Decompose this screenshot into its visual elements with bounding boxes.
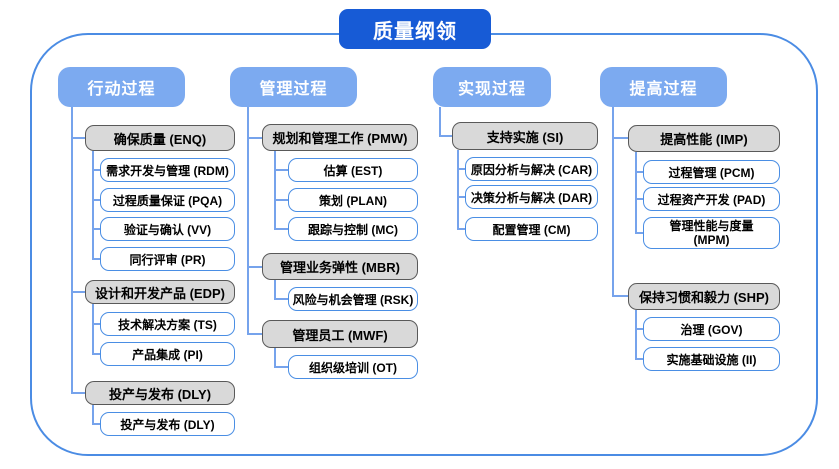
- node-mbr: 管理业务弹性 (MBR): [262, 253, 418, 280]
- node-enq: 确保质量 (ENQ): [85, 125, 235, 151]
- connector-line: [612, 137, 628, 139]
- node-pi: 产品集成 (PI): [100, 342, 235, 366]
- connector-line: [274, 280, 276, 299]
- node-pqa: 过程质量保证 (PQA): [100, 188, 235, 212]
- node-ii: 实施基础设施 (II): [643, 347, 780, 371]
- node-rsk: 风险与机会管理 (RSK): [288, 287, 418, 311]
- connector-line: [92, 423, 100, 425]
- diagram-title: 质量纲领: [339, 9, 491, 49]
- connector-line: [274, 199, 288, 201]
- connector-line: [92, 304, 94, 354]
- connector-line: [92, 199, 100, 201]
- column-header-action-process: 行动过程: [58, 67, 185, 107]
- node-shp: 保持习惯和毅力 (SHP): [628, 283, 780, 310]
- connector-line: [457, 228, 465, 230]
- node-dly-child: 投产与发布 (DLY): [100, 412, 235, 436]
- connector-line: [247, 137, 262, 139]
- connector-line: [274, 298, 288, 300]
- column-header-management-process: 管理过程: [230, 67, 357, 107]
- connector-line: [457, 168, 465, 170]
- node-si: 支持实施 (SI): [452, 122, 598, 150]
- node-ts: 技术解决方案 (TS): [100, 312, 235, 336]
- node-dly: 投产与发布 (DLY): [85, 381, 235, 405]
- connector-line: [439, 135, 452, 137]
- connector-line: [439, 107, 441, 136]
- connector-line: [92, 405, 94, 424]
- connector-line: [92, 151, 94, 259]
- connector-line: [71, 392, 85, 394]
- connector-line: [612, 295, 628, 297]
- column-header-realization-process: 实现过程: [433, 67, 551, 107]
- connector-line: [247, 107, 249, 334]
- node-edp: 设计和开发产品 (EDP): [85, 280, 235, 304]
- connector-line: [274, 228, 288, 230]
- node-plan: 策划 (PLAN): [288, 188, 418, 212]
- node-cm: 配置管理 (CM): [465, 217, 598, 241]
- node-car: 原因分析与解决 (CAR): [465, 157, 598, 181]
- connector-line: [457, 196, 465, 198]
- node-gov: 治理 (GOV): [643, 317, 780, 341]
- connector-line: [274, 366, 288, 368]
- connector-line: [635, 232, 643, 234]
- connector-line: [612, 107, 614, 296]
- connector-line: [635, 198, 643, 200]
- connector-line: [274, 151, 276, 229]
- node-pad: 过程资产开发 (PAD): [643, 187, 780, 211]
- connector-line: [274, 169, 288, 171]
- node-pmw: 规划和管理工作 (PMW): [262, 124, 418, 151]
- connector-line: [635, 328, 643, 330]
- connector-line: [635, 152, 637, 233]
- node-imp: 提高性能 (IMP): [628, 125, 780, 152]
- connector-line: [92, 353, 100, 355]
- connector-line: [92, 228, 100, 230]
- connector-line: [247, 266, 262, 268]
- node-mpm: 管理性能与度量 (MPM): [643, 217, 780, 249]
- node-est: 估算 (EST): [288, 158, 418, 182]
- column-header-improvement-process: 提高过程: [600, 67, 727, 107]
- node-mwf: 管理员工 (MWF): [262, 320, 418, 348]
- connector-line: [92, 323, 100, 325]
- connector-line: [635, 358, 643, 360]
- connector-line: [71, 291, 85, 293]
- node-pr: 同行评审 (PR): [100, 247, 235, 271]
- node-pcm: 过程管理 (PCM): [643, 160, 780, 184]
- node-mc: 跟踪与控制 (MC): [288, 217, 418, 241]
- node-ot: 组织级培训 (OT): [288, 355, 418, 379]
- connector-line: [92, 258, 100, 260]
- connector-line: [635, 310, 637, 358]
- connector-line: [635, 171, 643, 173]
- connector-line: [247, 333, 262, 335]
- connector-line: [71, 137, 85, 139]
- node-vv: 验证与确认 (VV): [100, 217, 235, 241]
- node-rdm: 需求开发与管理 (RDM): [100, 158, 235, 182]
- connector-line: [274, 348, 276, 367]
- connector-line: [92, 169, 100, 171]
- node-dar: 决策分析与解决 (DAR): [465, 185, 598, 209]
- connector-line: [71, 107, 73, 393]
- connector-line: [457, 150, 459, 229]
